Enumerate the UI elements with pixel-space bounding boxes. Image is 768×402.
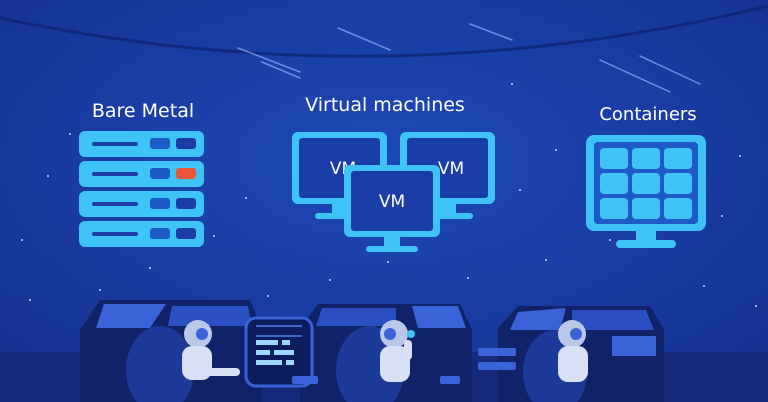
floor-panel [478, 362, 516, 370]
console-panel [412, 306, 466, 328]
virtual-machines-heading: Virtual machines [305, 94, 465, 116]
floor-panel [292, 376, 318, 384]
console-panel [168, 306, 252, 326]
console-panel [96, 304, 166, 328]
bare-metal-server-rack [79, 131, 204, 247]
console-panel [510, 308, 566, 330]
console-panel [612, 336, 656, 356]
containers-monitor [586, 135, 706, 248]
control-room [0, 300, 768, 402]
server-unit [79, 131, 204, 157]
floor-panel [478, 348, 516, 356]
alert-indicator [176, 168, 196, 179]
vm-label: VM [438, 159, 464, 179]
astronaut-operator [523, 320, 588, 402]
floor-panel [440, 376, 460, 384]
containers-heading: Containers [599, 104, 696, 125]
console-panel [572, 310, 654, 330]
astronaut-operator [126, 320, 240, 402]
central-display [244, 316, 314, 388]
vm-label: VM [379, 192, 405, 212]
vm-monitor-center: VM [344, 165, 440, 252]
server-unit [79, 191, 204, 217]
bare-metal-heading: Bare Metal [92, 100, 194, 122]
server-unit [79, 221, 204, 247]
shooting-stars [237, 23, 701, 93]
astronaut-operator [336, 320, 415, 402]
dome-arc [0, 4, 768, 58]
server-unit [79, 161, 204, 187]
console-panel [316, 308, 396, 326]
